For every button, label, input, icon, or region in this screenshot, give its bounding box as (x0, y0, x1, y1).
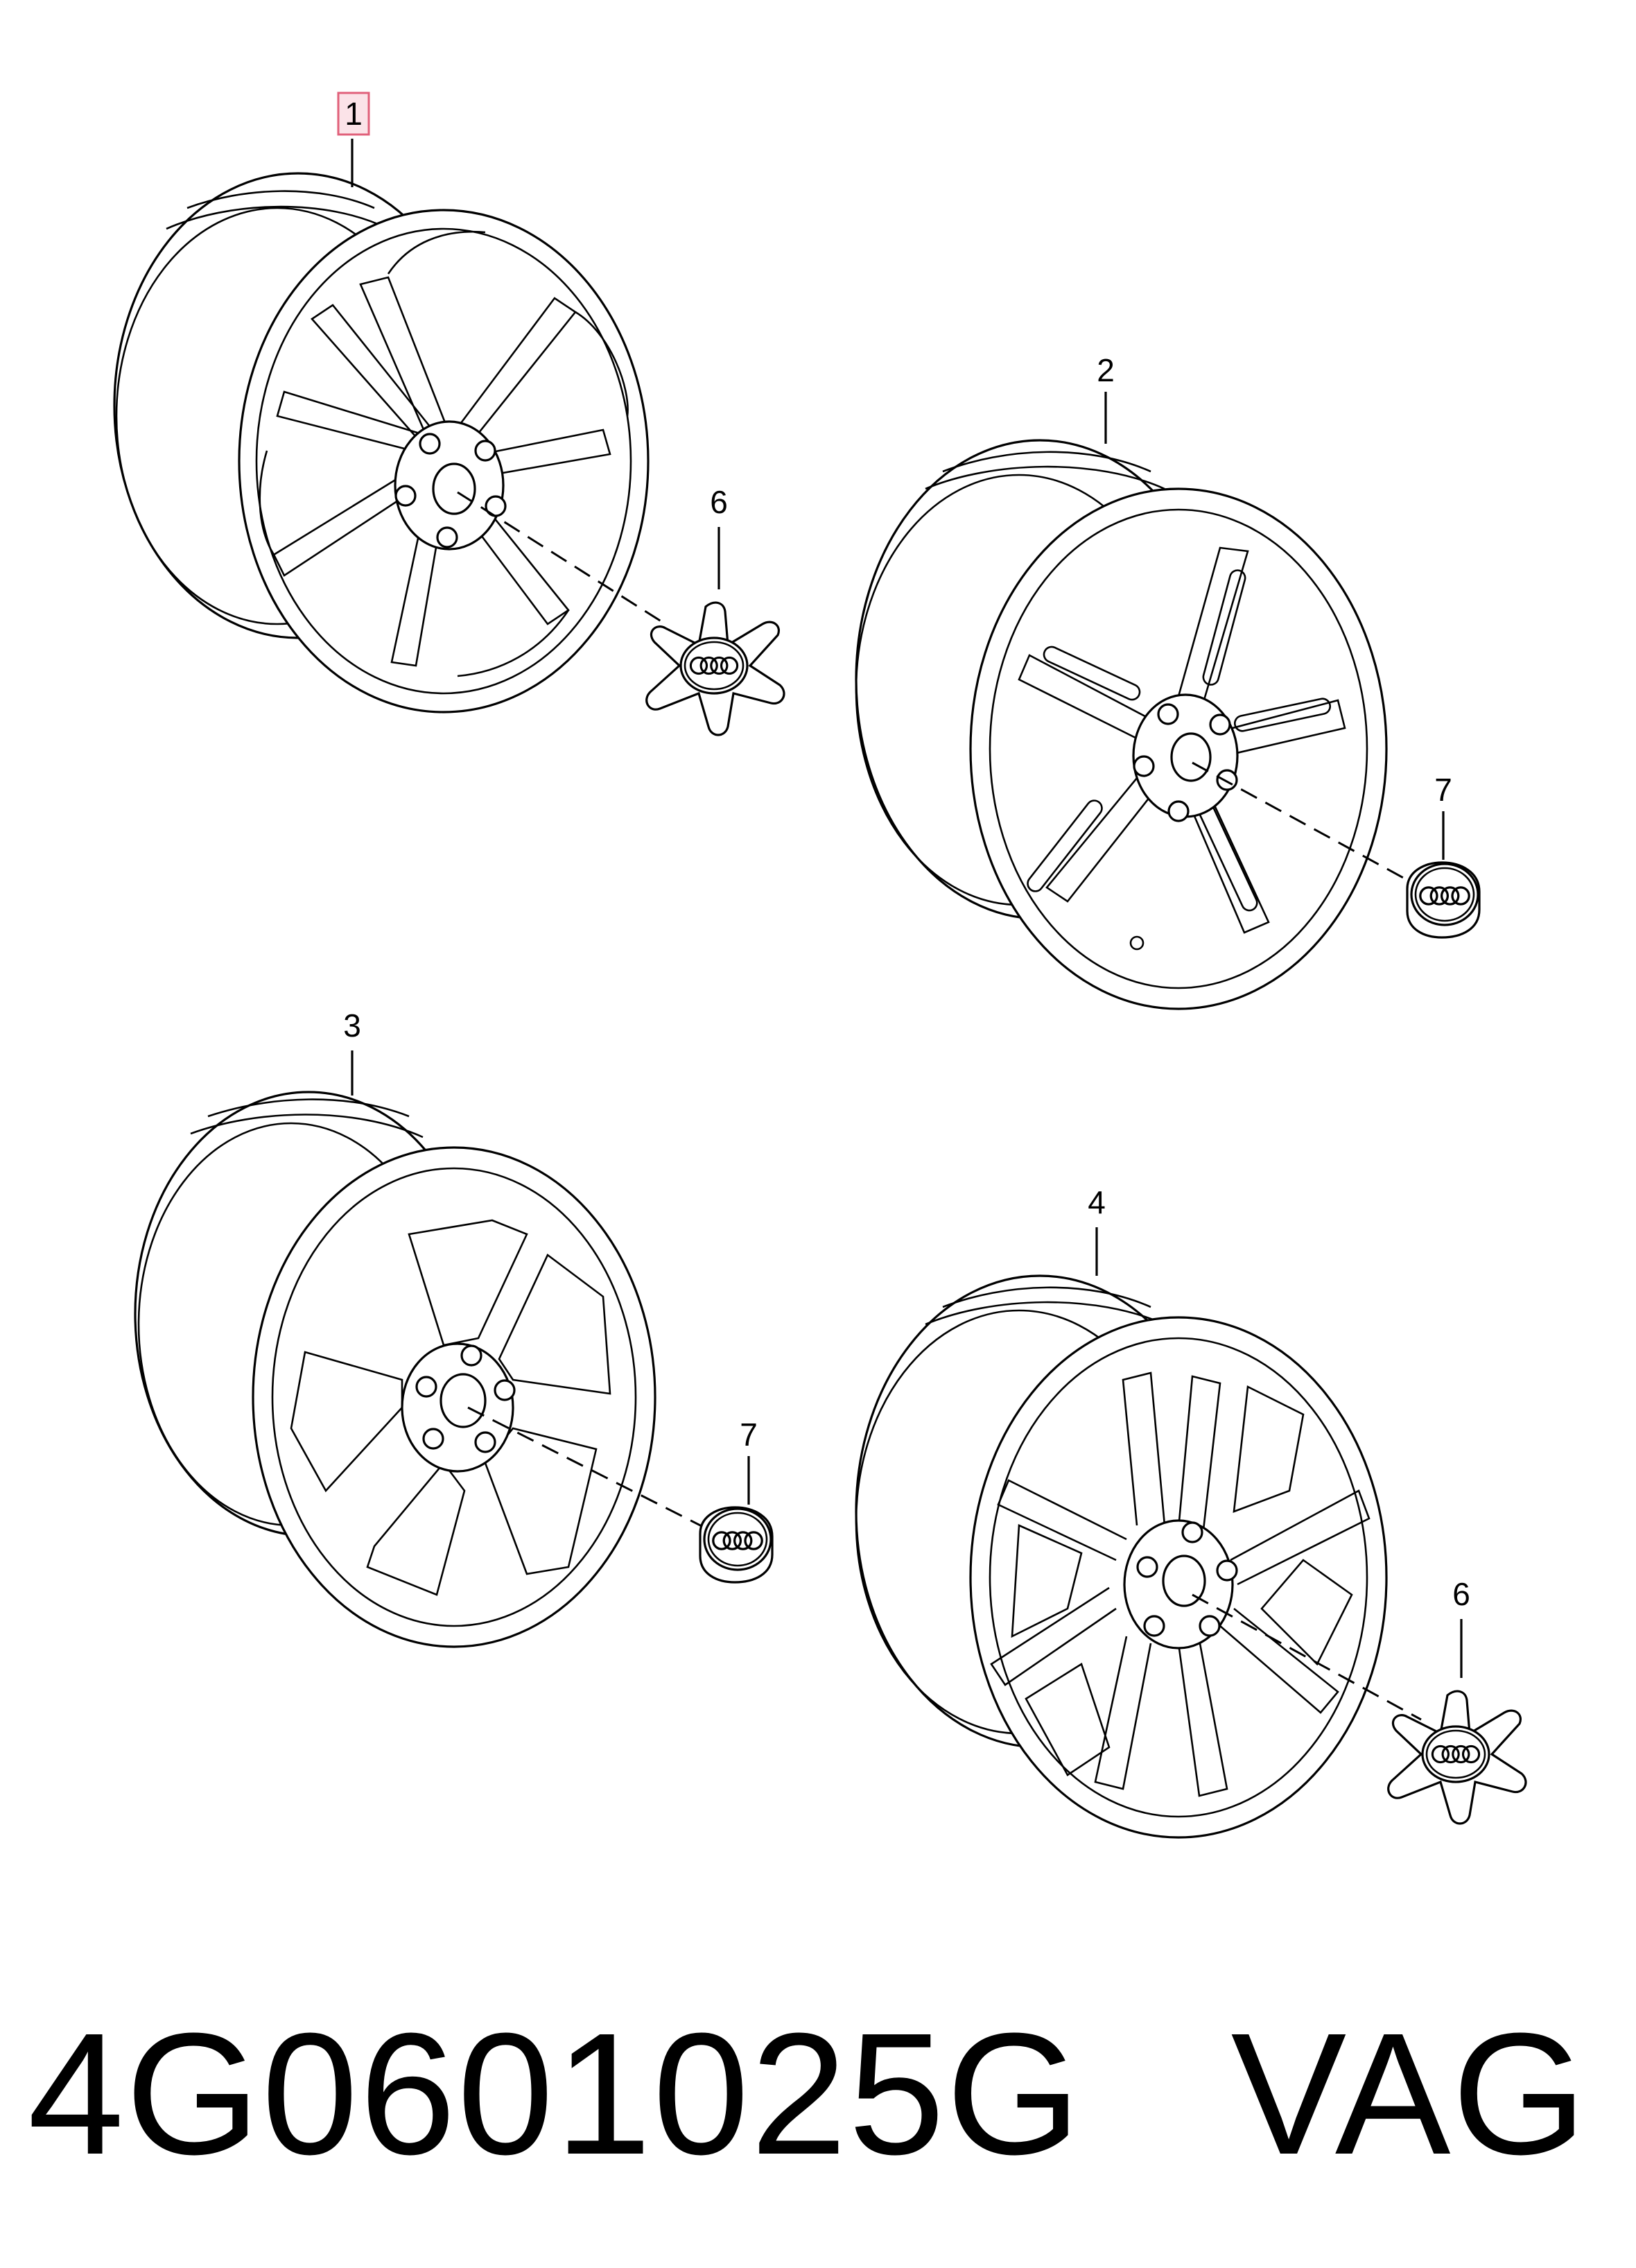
callout-1-highlight[interactable] (337, 92, 370, 136)
callout-1[interactable]: 1 (345, 96, 363, 132)
callout-7b[interactable]: 7 (740, 1417, 758, 1453)
callout-7a[interactable]: 7 (1434, 772, 1452, 808)
part-number-label: 4G0601025G VAG (28, 1990, 1622, 2198)
callout-2[interactable]: 2 (1097, 352, 1115, 388)
callout-3[interactable]: 3 (343, 1007, 361, 1044)
center-cap-star-6a[interactable] (647, 603, 784, 735)
brand-name: VAG (1230, 1997, 1589, 2190)
wheel-2[interactable] (855, 439, 1388, 1010)
callout-4[interactable]: 4 (1088, 1184, 1106, 1220)
wheel-1[interactable] (113, 172, 650, 713)
center-cap-star-6b[interactable] (1389, 1691, 1526, 1824)
callout-6a[interactable]: 6 (710, 484, 728, 520)
center-cap-round-7b[interactable] (700, 1507, 772, 1582)
center-cap-round-7a[interactable] (1407, 863, 1479, 937)
wheel-4[interactable] (855, 1274, 1388, 1839)
label-spacer (1082, 1997, 1230, 2190)
wheel-3[interactable] (134, 1091, 656, 1648)
callout-6b[interactable]: 6 (1452, 1576, 1470, 1612)
part-number: 4G0601025G (28, 1997, 1083, 2190)
